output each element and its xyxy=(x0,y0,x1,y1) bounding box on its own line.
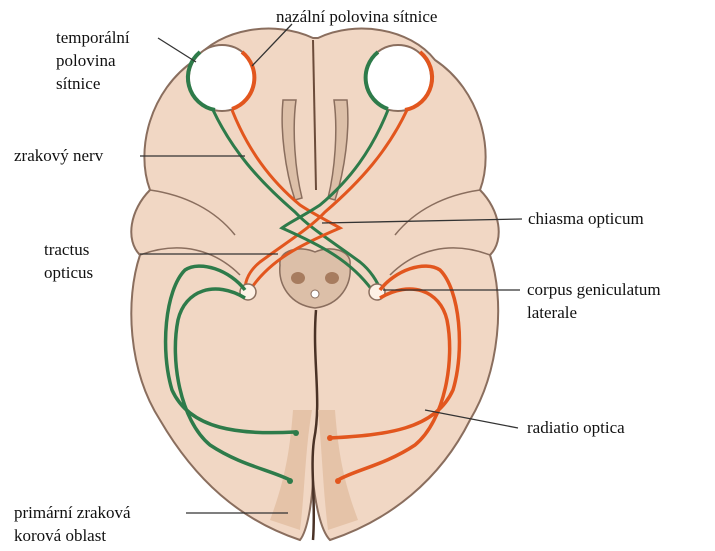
left-cortex-terminal xyxy=(293,430,299,436)
leader-temporal-retina xyxy=(158,38,196,62)
label-lgn-line2: laterale xyxy=(527,302,577,324)
label-nasal-retina: nazální polovina sítnice xyxy=(276,6,437,28)
label-optic-tract-line2: opticus xyxy=(44,262,93,284)
label-visual-cortex-line1: primární zraková xyxy=(14,502,131,524)
left-cortex-terminal xyxy=(287,478,293,484)
label-temporal-retina-line3: sítnice xyxy=(56,73,100,95)
brainstem-nucleus xyxy=(291,272,305,284)
label-lgn-line1: corpus geniculatum xyxy=(527,279,661,301)
label-chiasm: chiasma opticum xyxy=(528,208,644,230)
label-temporal-retina-line1: temporální xyxy=(56,27,130,49)
label-visual-cortex-line2: korová oblast xyxy=(14,525,106,547)
right-cortex-terminal xyxy=(327,435,333,441)
label-temporal-retina-line2: polovina xyxy=(56,50,116,72)
label-optic-radiation: radiatio optica xyxy=(527,417,625,439)
cerebral-aqueduct xyxy=(311,290,319,298)
label-optic-tract-line1: tractus xyxy=(44,239,89,261)
label-optic-nerve: zrakový nerv xyxy=(14,145,103,167)
right-cortex-terminal xyxy=(335,478,341,484)
brainstem-nucleus xyxy=(325,272,339,284)
